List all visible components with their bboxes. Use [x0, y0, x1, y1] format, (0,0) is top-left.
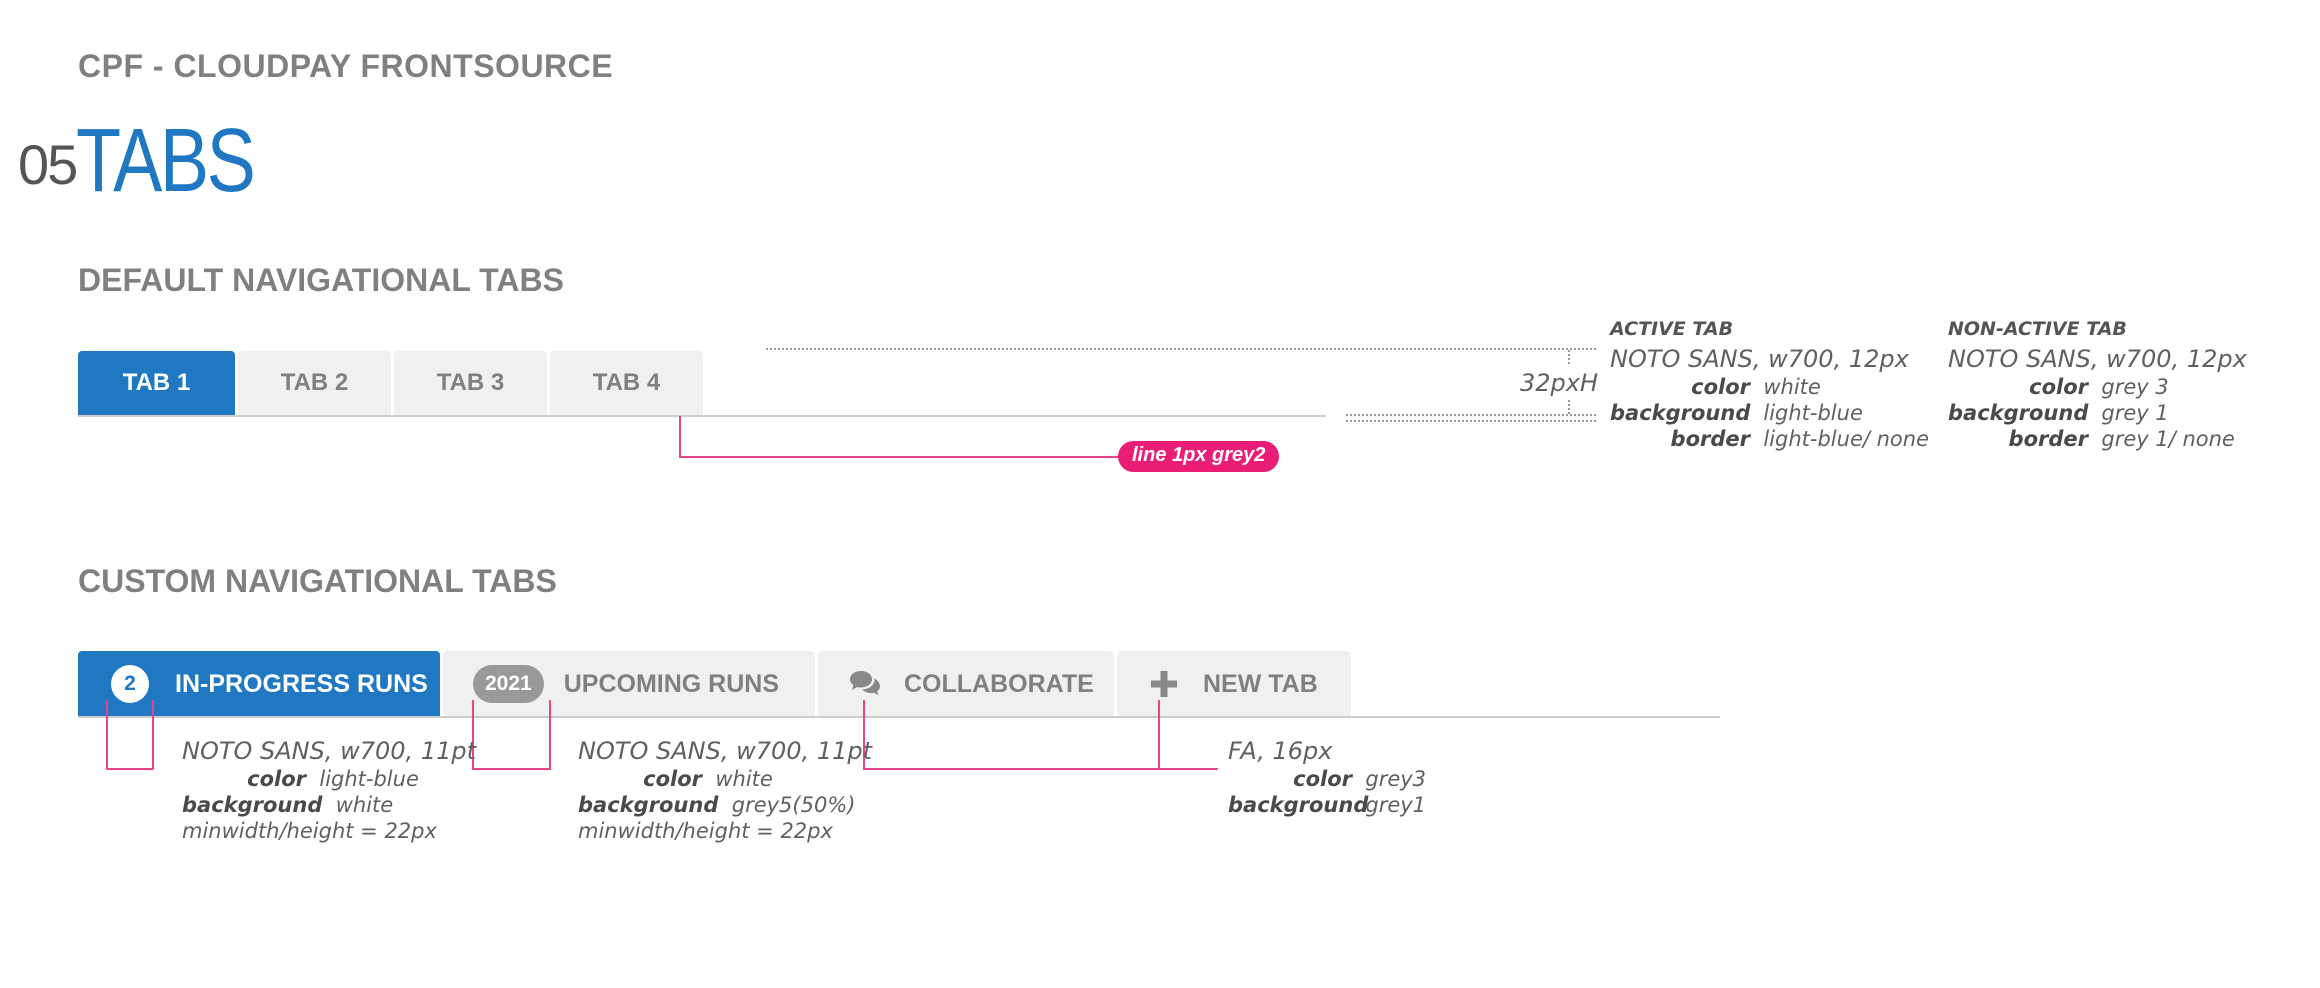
- spec-value: white: [715, 767, 773, 791]
- nonactive-tab-spec-title: NON-ACTIVE TAB: [1948, 318, 2127, 340]
- spec-key: color: [643, 767, 702, 791]
- tab-collaborate[interactable]: COLLABORATE: [818, 651, 1114, 717]
- annotation-line-vertical: [679, 416, 681, 458]
- tab-new-tab[interactable]: NEW TAB: [1117, 651, 1351, 717]
- annotation-line: [863, 768, 1218, 770]
- annotation-line: [549, 700, 551, 770]
- spec-key: background: [578, 793, 719, 817]
- badge-pill-spec: NOTO SANS, w700, 11pt color white backgr…: [578, 736, 872, 844]
- active-tab-spec-font: NOTO SANS, w700, 12px: [1610, 345, 1909, 373]
- tab-label: UPCOMING RUNS: [563, 669, 780, 698]
- height-guide-bottom: [1346, 414, 1596, 416]
- annotation-line: [472, 700, 474, 770]
- spec-value: light-blue: [319, 767, 419, 791]
- tab-3[interactable]: TAB 3: [394, 351, 547, 415]
- spec-value: grey 3: [2101, 375, 2169, 399]
- custom-tab-baseline: [78, 716, 1720, 718]
- tab-upcoming-runs[interactable]: 2021 UPCOMING RUNS: [443, 651, 815, 717]
- brand-title: CPF - CLOUDPAY FRONTSOURCE: [78, 48, 614, 84]
- tab-label: NEW TAB: [1203, 669, 1318, 698]
- tab-2[interactable]: TAB 2: [238, 351, 391, 415]
- spec-font: FA, 16px: [1228, 737, 1333, 765]
- spec-value: light-blue/ none: [1763, 427, 1930, 451]
- active-tab-spec: ACTIVE TAB NOTO SANS, w700, 12px color w…: [1610, 316, 1929, 452]
- tab-4[interactable]: TAB 4: [550, 351, 703, 415]
- annotation-line-horizontal: [679, 456, 1125, 458]
- spec-font: NOTO SANS, w700, 11pt: [182, 737, 476, 765]
- spec-value: grey 1: [2101, 401, 2169, 425]
- plus-icon: [1147, 667, 1181, 701]
- comments-icon: [848, 667, 882, 701]
- section-number: 05: [18, 133, 78, 196]
- height-guide-tick-top: [1568, 350, 1570, 364]
- spec-key: background: [1948, 401, 2089, 425]
- line-note-pill: line 1px grey2: [1118, 441, 1280, 472]
- spec-value: grey3: [1365, 767, 1427, 791]
- spec-key: background: [1610, 401, 1751, 425]
- spec-value: grey5(50%): [731, 793, 856, 817]
- custom-tab-bar: 2 IN-PROGRESS RUNS 2021 UPCOMING RUNS CO…: [78, 651, 1351, 717]
- height-guide-top: [766, 348, 1596, 350]
- year-badge: 2021: [473, 665, 544, 703]
- tab-in-progress-runs[interactable]: 2 IN-PROGRESS RUNS: [78, 651, 440, 717]
- spec-value: white: [335, 793, 394, 817]
- nonactive-tab-spec-font: NOTO SANS, w700, 12px: [1948, 345, 2247, 373]
- spec-key: border: [2008, 427, 2088, 451]
- default-tabs-heading: DEFAULT NAVIGATIONAL TABS: [78, 262, 564, 298]
- badge-circle-spec: NOTO SANS, w700, 11pt color light-blue b…: [182, 736, 476, 844]
- height-guide-tick-bottom: [1568, 400, 1570, 414]
- spec-value: white: [1763, 375, 1821, 399]
- annotation-line: [1158, 700, 1160, 770]
- spec-size-note: minwidth/height = 22px: [578, 819, 833, 843]
- annotation-line: [472, 768, 551, 770]
- spec-key: color: [2029, 375, 2088, 399]
- section-title: TABS: [76, 111, 256, 211]
- spec-key: border: [1670, 427, 1750, 451]
- height-guide-bottom-2: [1346, 420, 1596, 422]
- tab-1[interactable]: TAB 1: [78, 351, 235, 415]
- spec-font: NOTO SANS, w700, 11pt: [578, 737, 872, 765]
- spec-size-note: minwidth/height = 22px: [182, 819, 437, 843]
- default-tab-baseline: [78, 415, 1326, 417]
- count-badge: 2: [111, 665, 149, 703]
- spec-value: light-blue: [1763, 401, 1863, 425]
- spec-key: color: [247, 767, 306, 791]
- icon-spec: FA, 16px color grey3 background grey1: [1228, 736, 1426, 818]
- spec-key: color: [1691, 375, 1750, 399]
- spec-value: grey 1/ none: [2101, 427, 2235, 451]
- spec-key: color: [1293, 767, 1352, 791]
- nonactive-tab-spec: NON-ACTIVE TAB NOTO SANS, w700, 12px col…: [1948, 316, 2247, 452]
- annotation-line: [152, 700, 154, 770]
- height-note: 32pxH: [1520, 369, 1599, 397]
- spec-key: background: [182, 793, 323, 817]
- custom-tabs-heading: CUSTOM NAVIGATIONAL TABS: [78, 563, 557, 599]
- tab-label: IN-PROGRESS RUNS: [175, 669, 428, 698]
- annotation-line: [863, 700, 865, 770]
- default-tab-bar: TAB 1 TAB 2 TAB 3 TAB 4: [78, 351, 703, 417]
- spec-value: grey1: [1365, 793, 1427, 817]
- spec-key: background: [1228, 793, 1369, 817]
- annotation-line: [106, 768, 154, 770]
- tab-label: COLLABORATE: [904, 669, 1094, 698]
- annotation-line: [106, 700, 108, 770]
- active-tab-spec-title: ACTIVE TAB: [1610, 318, 1734, 340]
